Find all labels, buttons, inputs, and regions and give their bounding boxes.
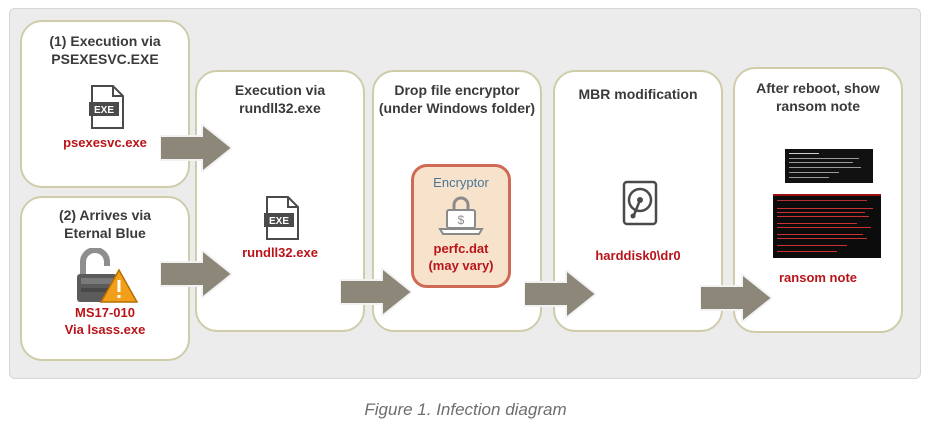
panel-title: (1) Execution via PSEXESVC.EXE (49, 33, 161, 67)
arrow-right-icon (160, 250, 232, 298)
file-label: rundll32.exe (242, 245, 318, 260)
panel-title: After reboot, show ransom note (756, 80, 880, 114)
arrow-right-icon (340, 268, 412, 316)
panel-title: Execution via rundll32.exe (234, 82, 326, 116)
panel-title: MBR modification (578, 86, 698, 102)
encryptor-file-label: perfc.dat (may vary) (428, 241, 494, 273)
exe-file-icon: EXE (264, 196, 300, 240)
exploit-label: MS17-010 Via lsass.exe (64, 305, 146, 337)
ransom-note-screen-thumbnail (773, 194, 881, 258)
panel-ransom-note: After reboot, show ransom note ransom no… (733, 67, 903, 333)
encryptor-title: Encryptor (433, 175, 489, 190)
panel-title: Drop file encryptor (under Windows folde… (378, 82, 536, 116)
file-label: psexesvc.exe (63, 135, 147, 150)
panel-rundll32: Execution via rundll32.exe EXE rundll32.… (195, 70, 365, 332)
exe-icon-text: EXE (269, 216, 289, 227)
svg-text:$: $ (458, 213, 465, 227)
figure-caption: Figure 1. Infection diagram (364, 400, 567, 419)
arrow-right-icon (700, 274, 772, 322)
exe-icon-text: EXE (94, 105, 114, 116)
arrow-right-icon (160, 124, 232, 172)
locked-laptop-icon: $ (438, 196, 484, 236)
hard-disk-icon (622, 180, 658, 226)
exe-file-icon: EXE (89, 85, 125, 129)
panel-title: (2) Arrives via Eternal Blue (58, 207, 152, 241)
ransom-note-label: ransom note (778, 270, 857, 285)
encryptor-box: Encryptor $ perfc.dat (may vary) (411, 164, 511, 288)
broken-lock-warning-icon (73, 247, 139, 306)
black-screen-thumbnail (785, 149, 873, 183)
disk-label: harddisk0\dr0 (595, 248, 681, 263)
arrow-right-icon (524, 270, 596, 318)
panel-psexesvc: (1) Execution via PSEXESVC.EXE EXE psexe… (20, 20, 190, 188)
